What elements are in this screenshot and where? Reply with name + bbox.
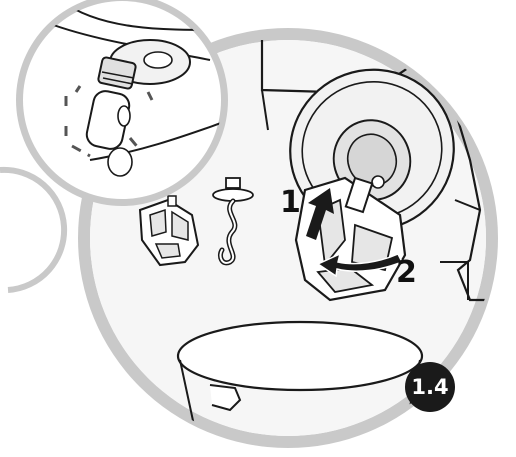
mixing-bowl bbox=[178, 322, 422, 390]
previous-step-ring bbox=[0, 170, 64, 290]
arrow-2-label: 2 bbox=[396, 258, 417, 288]
arrow-1-label: 1 bbox=[280, 188, 301, 218]
step-badge-label: 1.4 bbox=[411, 375, 448, 399]
step-badge: 1.4 bbox=[405, 362, 455, 412]
